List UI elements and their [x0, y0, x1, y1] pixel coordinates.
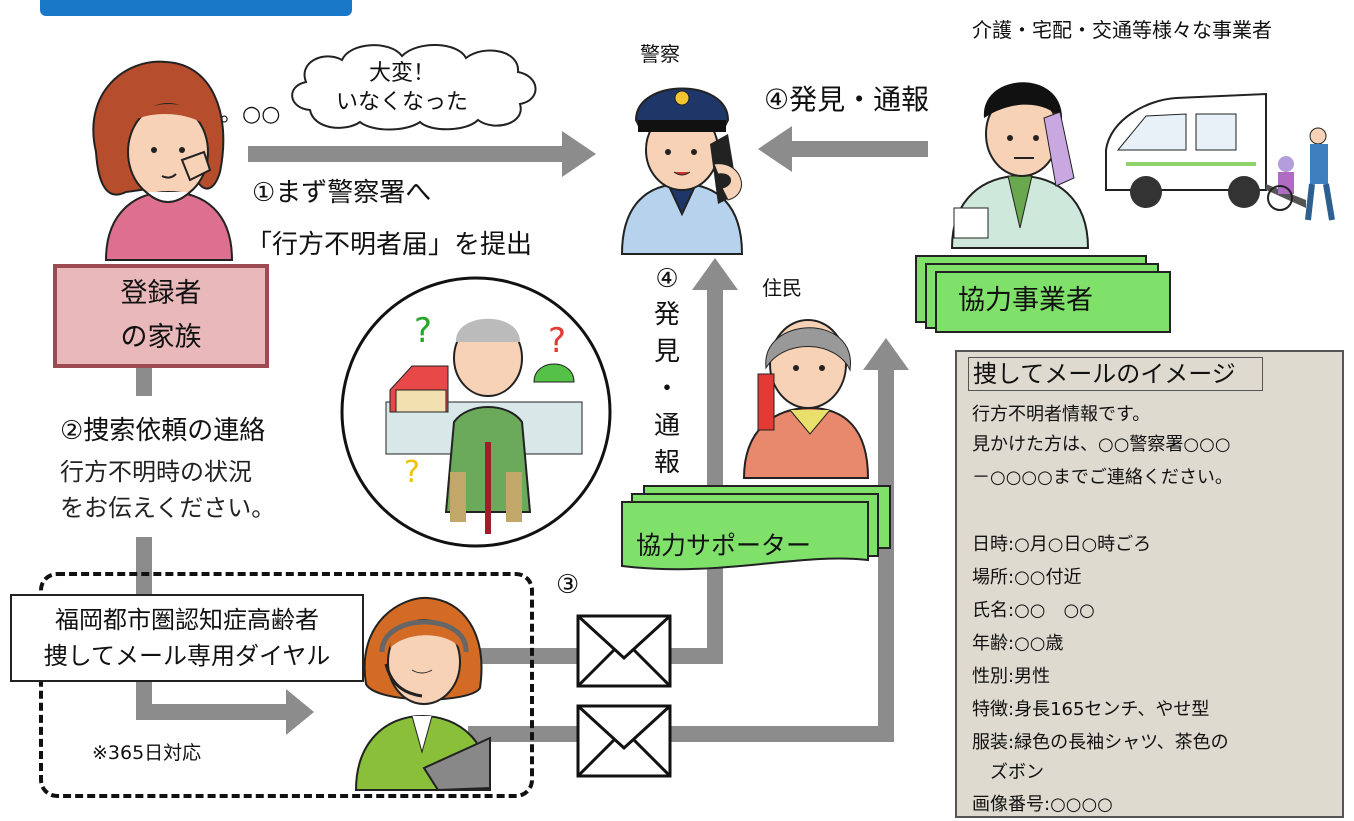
mail-panel-heading: 捜してメールのイメージ	[968, 357, 1263, 391]
family-box: 登録者 の家族	[53, 264, 269, 368]
step2-line2: をお伝えください。	[60, 494, 276, 522]
dial-box-line1: 福岡都市圏認知症高齢者	[55, 606, 319, 634]
business-banner	[915, 255, 1171, 333]
step4-vertical-3: 見	[653, 337, 680, 367]
bubble-text-2: いなくなった	[336, 90, 469, 115]
mail-line: 性別:男性	[972, 666, 1051, 687]
bubble-text-1: 大変！	[369, 61, 436, 86]
step4-vertical-6: 報	[653, 448, 680, 478]
step4-vertical: ④ 発 見 ・ 通 報	[652, 264, 682, 479]
mail-line: 場所:○○付近	[972, 567, 1082, 588]
businessman-phone-icon	[950, 82, 1090, 249]
arrow-operator-to-supporter-v	[707, 560, 723, 664]
envelope-icon	[576, 704, 672, 778]
police-label: 警察	[640, 42, 680, 66]
mail-line: －○○○○までご連絡ください。	[972, 467, 1233, 488]
svg-text:?: ?	[548, 321, 566, 361]
family-box-line1: 登録者	[120, 278, 202, 309]
arrow-head-police-1	[562, 131, 596, 177]
step3-label: ③	[556, 570, 580, 600]
mail-line: 年齢:○○歳	[972, 633, 1064, 654]
arrow-head-business	[863, 338, 909, 370]
elderly-woman-phone-icon	[742, 319, 870, 479]
step2-title: ②捜索依頼の連絡	[60, 416, 266, 446]
svg-text:?: ?	[414, 311, 432, 351]
police-officer-icon	[620, 87, 744, 255]
arrow-head-police-2	[758, 126, 792, 172]
arrow-dial-to-operator	[136, 704, 288, 720]
support-365-note: ※365日対応	[92, 742, 202, 764]
arrow-family-to-police	[248, 146, 564, 162]
business-label: 協力事業者	[958, 285, 1093, 316]
thought-dots: 。○○	[220, 102, 281, 127]
mail-line: 見かけた方は、○○警察署○○○	[972, 434, 1231, 455]
welfare-van-icon	[1105, 92, 1335, 221]
mail-image-panel	[955, 350, 1344, 818]
arrow-operator-to-business-h	[468, 726, 888, 742]
elderly-man-icon: ? ? ?	[340, 276, 612, 548]
resident-label: 住民	[762, 276, 802, 300]
dial-service-area	[39, 572, 534, 798]
arrow-operator-to-business-v	[878, 368, 894, 742]
arrow-head-operator	[286, 689, 314, 735]
arrow-supporter-to-police	[707, 288, 723, 492]
business-category-label: 介護・宅配・交通等様々な事業者	[972, 18, 1272, 42]
mail-line: 氏名:○○ ○○	[972, 600, 1095, 621]
arrow-step2-down	[136, 537, 152, 597]
arrow-family-down	[136, 368, 152, 396]
supporter-banner	[621, 485, 891, 571]
step1-line1: ①まず警察署へ	[252, 178, 432, 208]
mail-line: 画像番号:○○○○	[972, 794, 1113, 815]
mail-line: 日時:○月○日○時ごろ	[972, 534, 1152, 555]
mail-line: 特徴:身長165センチ、やせ型	[972, 699, 1210, 720]
mail-line: 行方不明者情報です。	[972, 404, 1151, 425]
step4-vertical-1: ④	[655, 264, 679, 294]
dial-box-line2: 捜してメール専用ダイヤル	[43, 642, 331, 670]
thought-bubble	[291, 43, 537, 131]
arrow-business-to-police	[790, 141, 928, 157]
arrow-head-police-3	[692, 258, 738, 290]
mail-line: 服装:緑色の長袖シャツ、茶色の	[972, 732, 1229, 753]
operator-headset-icon	[354, 596, 492, 792]
family-box-line2: の家族	[120, 322, 202, 353]
header-tab	[40, 0, 352, 16]
step4-vertical-2: 発	[653, 300, 680, 330]
mail-line: ズボン	[972, 762, 1044, 783]
envelope-icon	[576, 614, 672, 688]
woman-phone-icon	[92, 60, 234, 261]
step1-line2: 「行方不明者届」を提出	[246, 230, 533, 260]
svg-text:?: ?	[404, 455, 420, 490]
step4-vertical-4: ・	[653, 374, 680, 404]
step4-horizontal: ④発見・通報	[764, 83, 930, 116]
step4-vertical-5: 通	[653, 411, 680, 441]
step2-line1: 行方不明時の状況	[60, 458, 252, 486]
supporter-label: 協力サポーター	[636, 531, 812, 560]
dial-box: 福岡都市圏認知症高齢者 捜してメール専用ダイヤル	[10, 594, 364, 682]
